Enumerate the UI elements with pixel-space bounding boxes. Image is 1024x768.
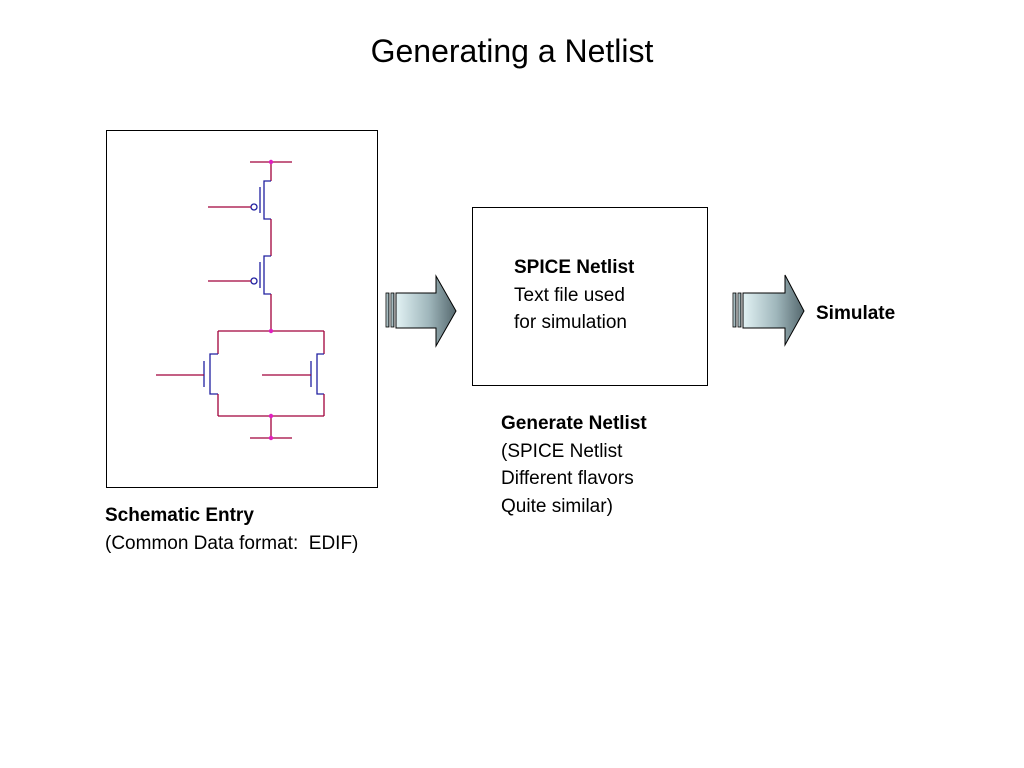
arrow-to-simulate-icon bbox=[732, 274, 805, 347]
spice-netlist-box bbox=[472, 207, 708, 386]
arrow-to-netlist-icon bbox=[385, 274, 457, 348]
nmos-transistor-1 bbox=[203, 353, 218, 395]
spice-netlist-text: SPICE Netlist Text file used for simulat… bbox=[514, 254, 634, 337]
junction-dot bbox=[268, 159, 274, 165]
generate-netlist-caption: Generate Netlist (SPICE Netlist Differen… bbox=[501, 410, 647, 520]
junction-dot bbox=[268, 435, 274, 441]
generate-netlist-line: Quite similar) bbox=[501, 495, 613, 517]
generate-netlist-line: Different flavors bbox=[501, 468, 634, 489]
nmos-transistor-2 bbox=[310, 353, 324, 395]
schematic-entry-heading: Schematic Entry bbox=[105, 505, 254, 526]
schematic-entry-line: (Common Data format: EDIF) bbox=[105, 532, 359, 554]
simulate-label: Simulate bbox=[816, 300, 895, 328]
schematic-diagram-box bbox=[106, 130, 378, 488]
spice-netlist-line: Text file used bbox=[514, 284, 625, 306]
pmos-transistor-2 bbox=[250, 255, 271, 295]
junction-dot bbox=[268, 413, 274, 419]
schematic-circuit bbox=[156, 159, 325, 441]
junction-dot bbox=[268, 328, 274, 334]
pmos-transistor-1 bbox=[250, 180, 271, 220]
simulate-text: Simulate bbox=[816, 303, 896, 324]
generate-netlist-heading: Generate Netlist bbox=[501, 413, 647, 434]
slide-title: Generating a Netlist bbox=[370, 33, 654, 69]
spice-netlist-heading: SPICE Netlist bbox=[514, 257, 635, 278]
schematic-entry-caption: Schematic Entry (Common Data format: EDI… bbox=[105, 502, 358, 557]
generate-netlist-line: (SPICE Netlist bbox=[501, 440, 623, 462]
spice-netlist-line: for simulation bbox=[514, 312, 627, 333]
